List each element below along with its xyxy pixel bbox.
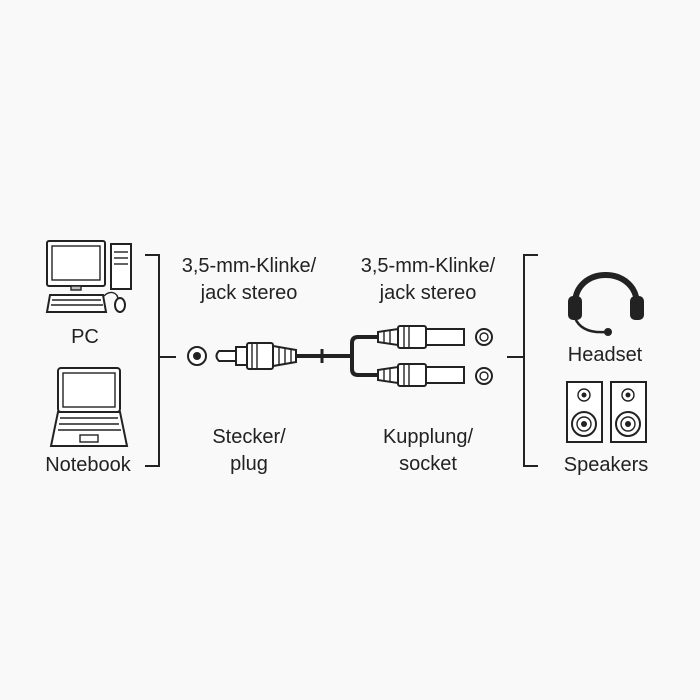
plug-name-line1: Stecker/ xyxy=(212,426,286,448)
desktop-pc-icon xyxy=(45,240,132,313)
notebook-icon xyxy=(49,367,129,447)
socket-name-line2: socket xyxy=(399,453,457,475)
plug-type-line2: jack stereo xyxy=(200,282,298,304)
y-splitter-cable-icon xyxy=(296,335,378,377)
speakers-icon xyxy=(566,381,647,443)
headset-label: Headset xyxy=(568,344,643,366)
notebook-label: Notebook xyxy=(45,454,132,476)
socket-name-line1: Kupplung/ xyxy=(383,426,474,448)
speakers-label: Speakers xyxy=(564,454,649,476)
plug-type-line1: 3,5-mm-Klinke/ xyxy=(182,255,317,277)
socket-type-line2: jack stereo xyxy=(379,282,477,304)
plug-end-icon xyxy=(187,342,297,370)
pc-label: PC xyxy=(71,326,99,348)
plug-name-line2: plug xyxy=(230,453,268,475)
left-bracket xyxy=(145,254,176,467)
right-bracket xyxy=(507,254,538,467)
socket-end-icon xyxy=(377,325,493,387)
socket-type-line1: 3,5-mm-Klinke/ xyxy=(361,255,496,277)
headset-icon xyxy=(568,272,644,336)
